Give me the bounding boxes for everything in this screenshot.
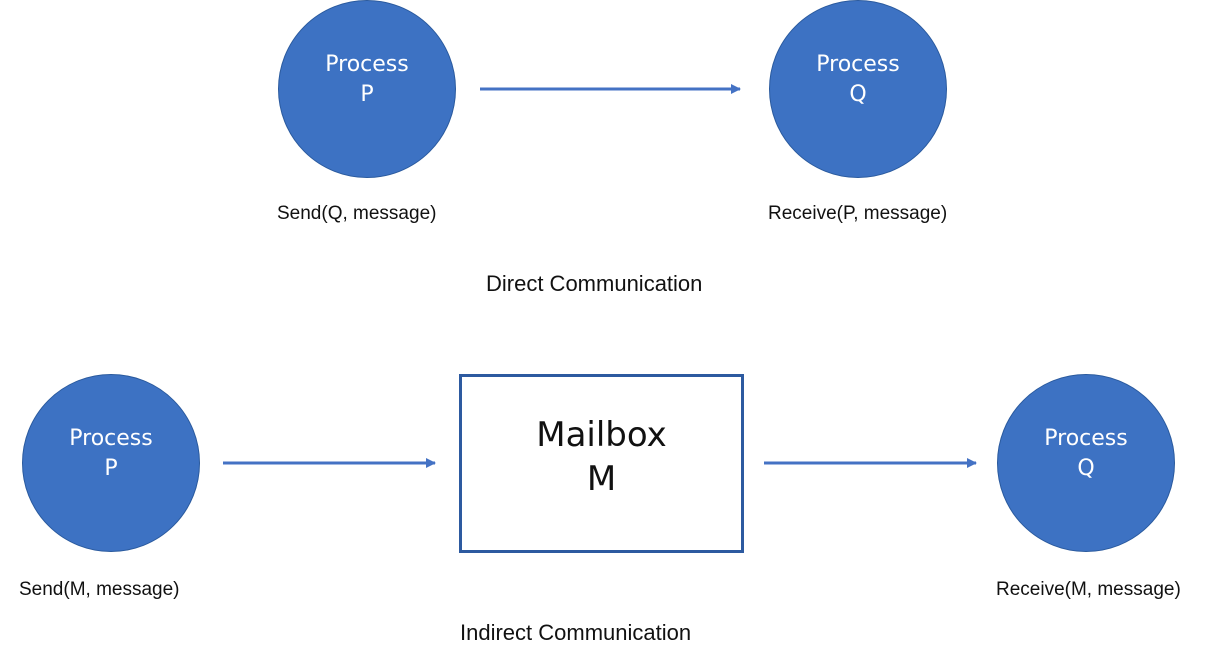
mailbox-line2: M <box>586 458 617 499</box>
direct-process-p-line1: Process <box>325 52 409 77</box>
indirect-receive-call: Receive(M, message) <box>996 579 1181 600</box>
direct-caption: Direct Communication <box>486 271 703 296</box>
indirect-caption: Indirect Communication <box>460 620 692 645</box>
mailbox-line1: Mailbox <box>536 414 667 455</box>
indirect-process-q: Process Q <box>997 374 1175 552</box>
mailbox-m: Mailbox M <box>459 374 744 553</box>
direct-process-p: Process P <box>278 0 456 178</box>
direct-process-q: Process Q <box>769 0 947 178</box>
direct-process-q-line2: Q <box>849 82 867 107</box>
direct-receive-call: Receive(P, message) <box>768 203 948 224</box>
indirect-process-p: Process P <box>22 374 200 552</box>
indirect-process-p-line2: P <box>104 456 118 481</box>
direct-process-q-line1: Process <box>816 52 900 77</box>
indirect-send-call: Send(M, message) <box>19 579 180 600</box>
indirect-process-p-line1: Process <box>69 426 153 451</box>
direct-process-p-line2: P <box>360 82 374 107</box>
direct-send-call: Send(Q, message) <box>277 203 437 224</box>
indirect-process-q-line2: Q <box>1077 456 1095 481</box>
indirect-process-q-line1: Process <box>1044 426 1128 451</box>
